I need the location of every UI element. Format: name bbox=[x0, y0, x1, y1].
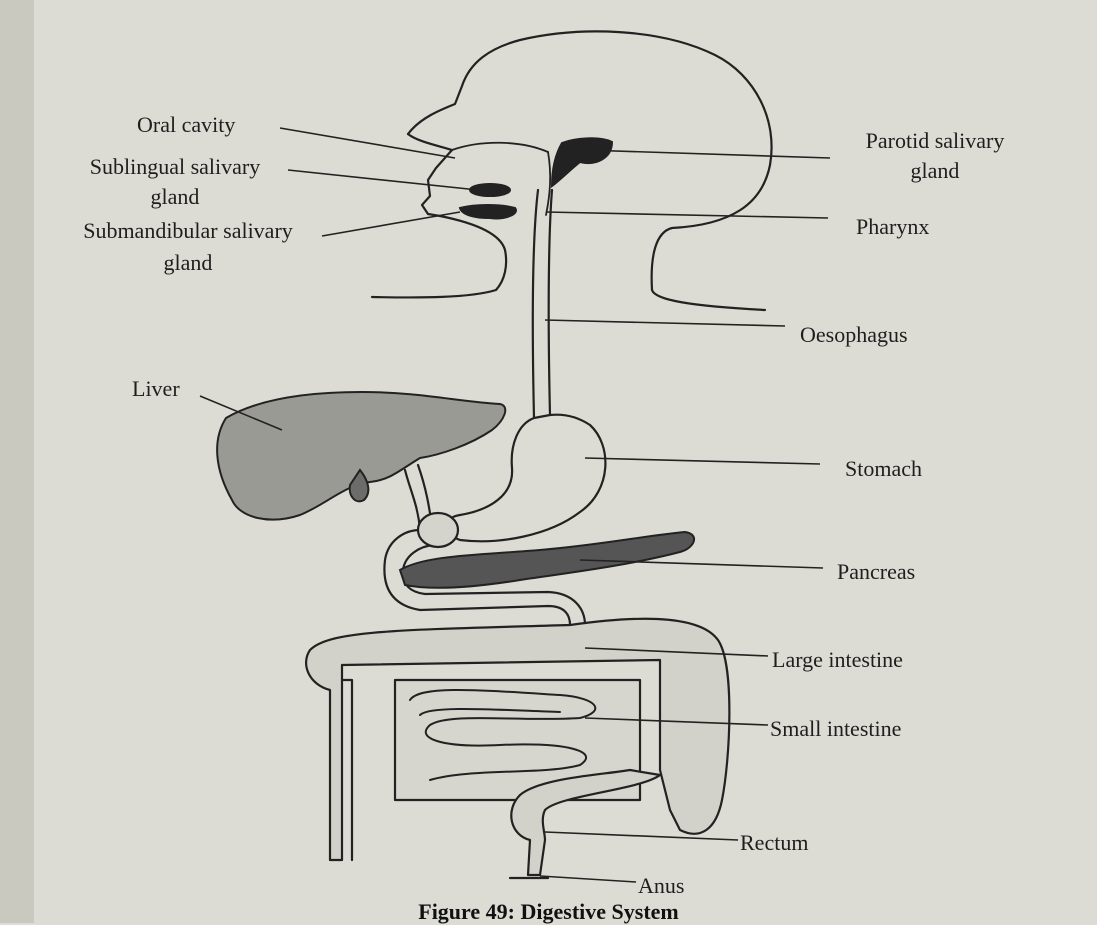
label-anus: Anus bbox=[638, 873, 684, 899]
label-oesophagus: Oesophagus bbox=[800, 322, 908, 348]
label-small-intestine: Small intestine bbox=[770, 716, 901, 742]
label-pharynx: Pharynx bbox=[856, 214, 929, 240]
label-parotid-line2: gland bbox=[830, 158, 1040, 184]
label-sublingual-line2: gland bbox=[60, 184, 290, 210]
page-shadow bbox=[0, 0, 34, 923]
label-oral-cavity: Oral cavity bbox=[137, 112, 235, 138]
label-rectum: Rectum bbox=[740, 830, 808, 856]
label-pancreas: Pancreas bbox=[837, 559, 915, 585]
label-stomach: Stomach bbox=[845, 456, 922, 482]
label-sublingual-line1: Sublingual salivary bbox=[60, 154, 290, 180]
label-liver: Liver bbox=[132, 376, 180, 402]
label-parotid-line1: Parotid salivary bbox=[830, 128, 1040, 154]
label-submandibular-line1: Submandibular salivary bbox=[48, 218, 328, 244]
label-submandibular-line2: gland bbox=[48, 250, 328, 276]
figure-caption: Figure 49: Digestive System bbox=[0, 899, 1097, 925]
label-large-intestine: Large intestine bbox=[772, 647, 903, 673]
pylorus bbox=[418, 513, 458, 547]
